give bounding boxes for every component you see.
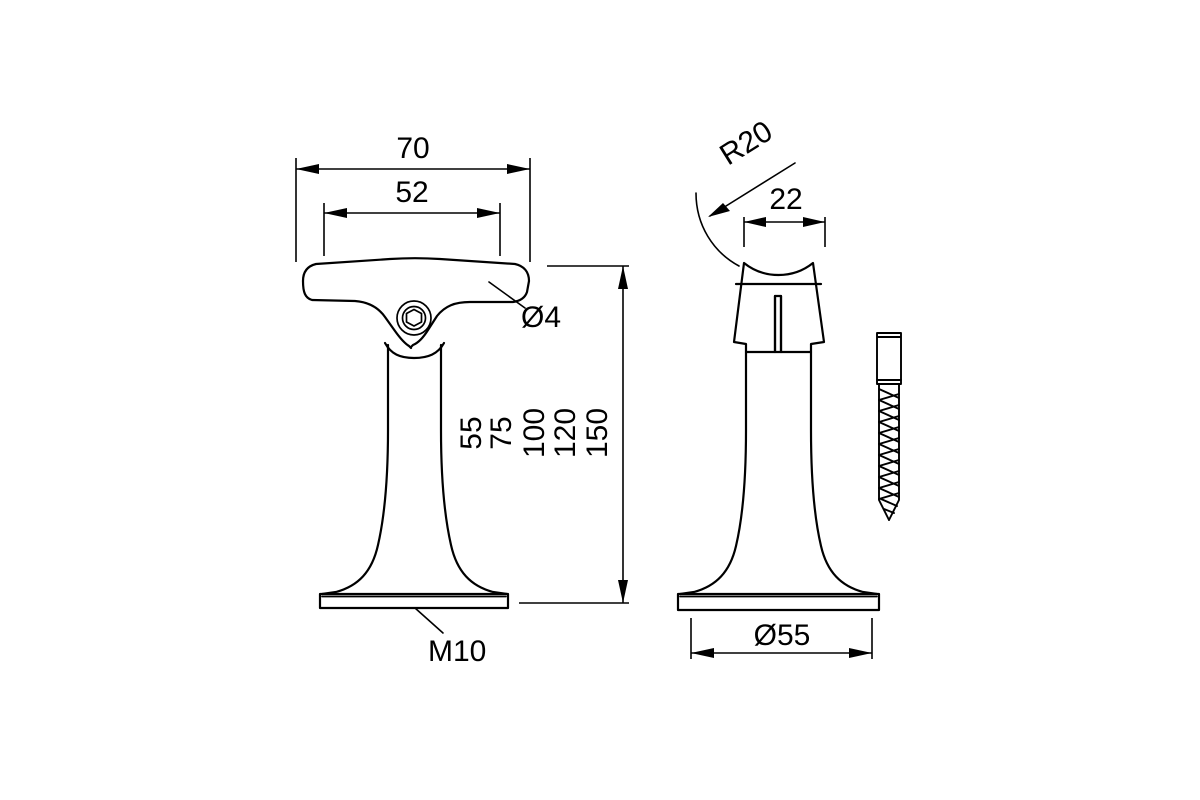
bolt-thread-helix — [878, 388, 900, 514]
arrow-radius — [708, 203, 730, 217]
arrow-150-bottom — [618, 580, 628, 603]
arrow-70-left — [296, 164, 319, 174]
dim-label-radius: R20 — [714, 115, 778, 172]
leader-line-hole-diameter — [488, 281, 526, 309]
dimension-width-overall: 70 — [295, 132, 531, 262]
arrow-70-right — [507, 164, 530, 174]
height-label-stack: 55 75 100 120 150 — [455, 408, 614, 458]
dim-label-height-75: 75 — [485, 416, 518, 449]
arrow-52-right — [477, 208, 500, 218]
dim-label-52: 52 — [395, 176, 428, 209]
dim-label-height-150: 150 — [581, 408, 614, 458]
arrow-52-left — [324, 208, 347, 218]
dimension-height-overall — [519, 265, 629, 604]
hex-socket-icon — [405, 308, 423, 327]
arrow-22-left — [744, 217, 766, 227]
dim-label-height-55: 55 — [455, 416, 488, 449]
arrow-d55-left — [691, 648, 714, 658]
front-elevation-view — [301, 257, 531, 610]
side-column-left-edge — [678, 350, 748, 596]
front-column-right-edge — [439, 343, 509, 596]
dim-label-70: 70 — [396, 132, 429, 165]
side-saddle-outline — [732, 261, 826, 354]
dimension-base-diameter: Ø55 — [690, 618, 873, 659]
front-base-plate — [318, 592, 510, 610]
setscrew-outer-circle — [396, 300, 432, 336]
dim-label-hole-diameter: Ø4 — [521, 301, 561, 334]
bolt-shank — [876, 332, 902, 385]
dimension-width-inner: 52 — [323, 176, 501, 256]
leader-line-thread — [414, 607, 444, 634]
front-saddle-underside — [383, 341, 446, 360]
side-elevation-view — [676, 261, 881, 612]
setscrew-inner-circle — [401, 305, 427, 331]
radius-arc — [695, 192, 740, 267]
side-column-right-edge — [809, 350, 879, 596]
dim-label-base-diameter: Ø55 — [754, 619, 811, 652]
callout-hole-diameter: Ø4 — [488, 281, 561, 334]
callout-thread: M10 — [414, 607, 486, 668]
arrow-150-top — [618, 266, 628, 289]
front-saddle-left-wing — [301, 279, 413, 350]
dim-label-height-120: 120 — [549, 408, 582, 458]
side-base-plate — [676, 592, 881, 612]
hanger-bolt-detail — [876, 332, 902, 521]
arrow-d55-right — [849, 648, 872, 658]
dim-label-slot-width: 22 — [769, 183, 802, 216]
side-saddle-slot — [773, 294, 783, 354]
arrow-22-right — [803, 217, 825, 227]
dim-label-thread: M10 — [428, 635, 486, 668]
dimension-slot-width: 22 — [743, 183, 826, 247]
front-column-left-edge — [320, 343, 390, 596]
front-saddle-top — [301, 257, 531, 349]
dim-label-height-100: 100 — [518, 408, 551, 458]
